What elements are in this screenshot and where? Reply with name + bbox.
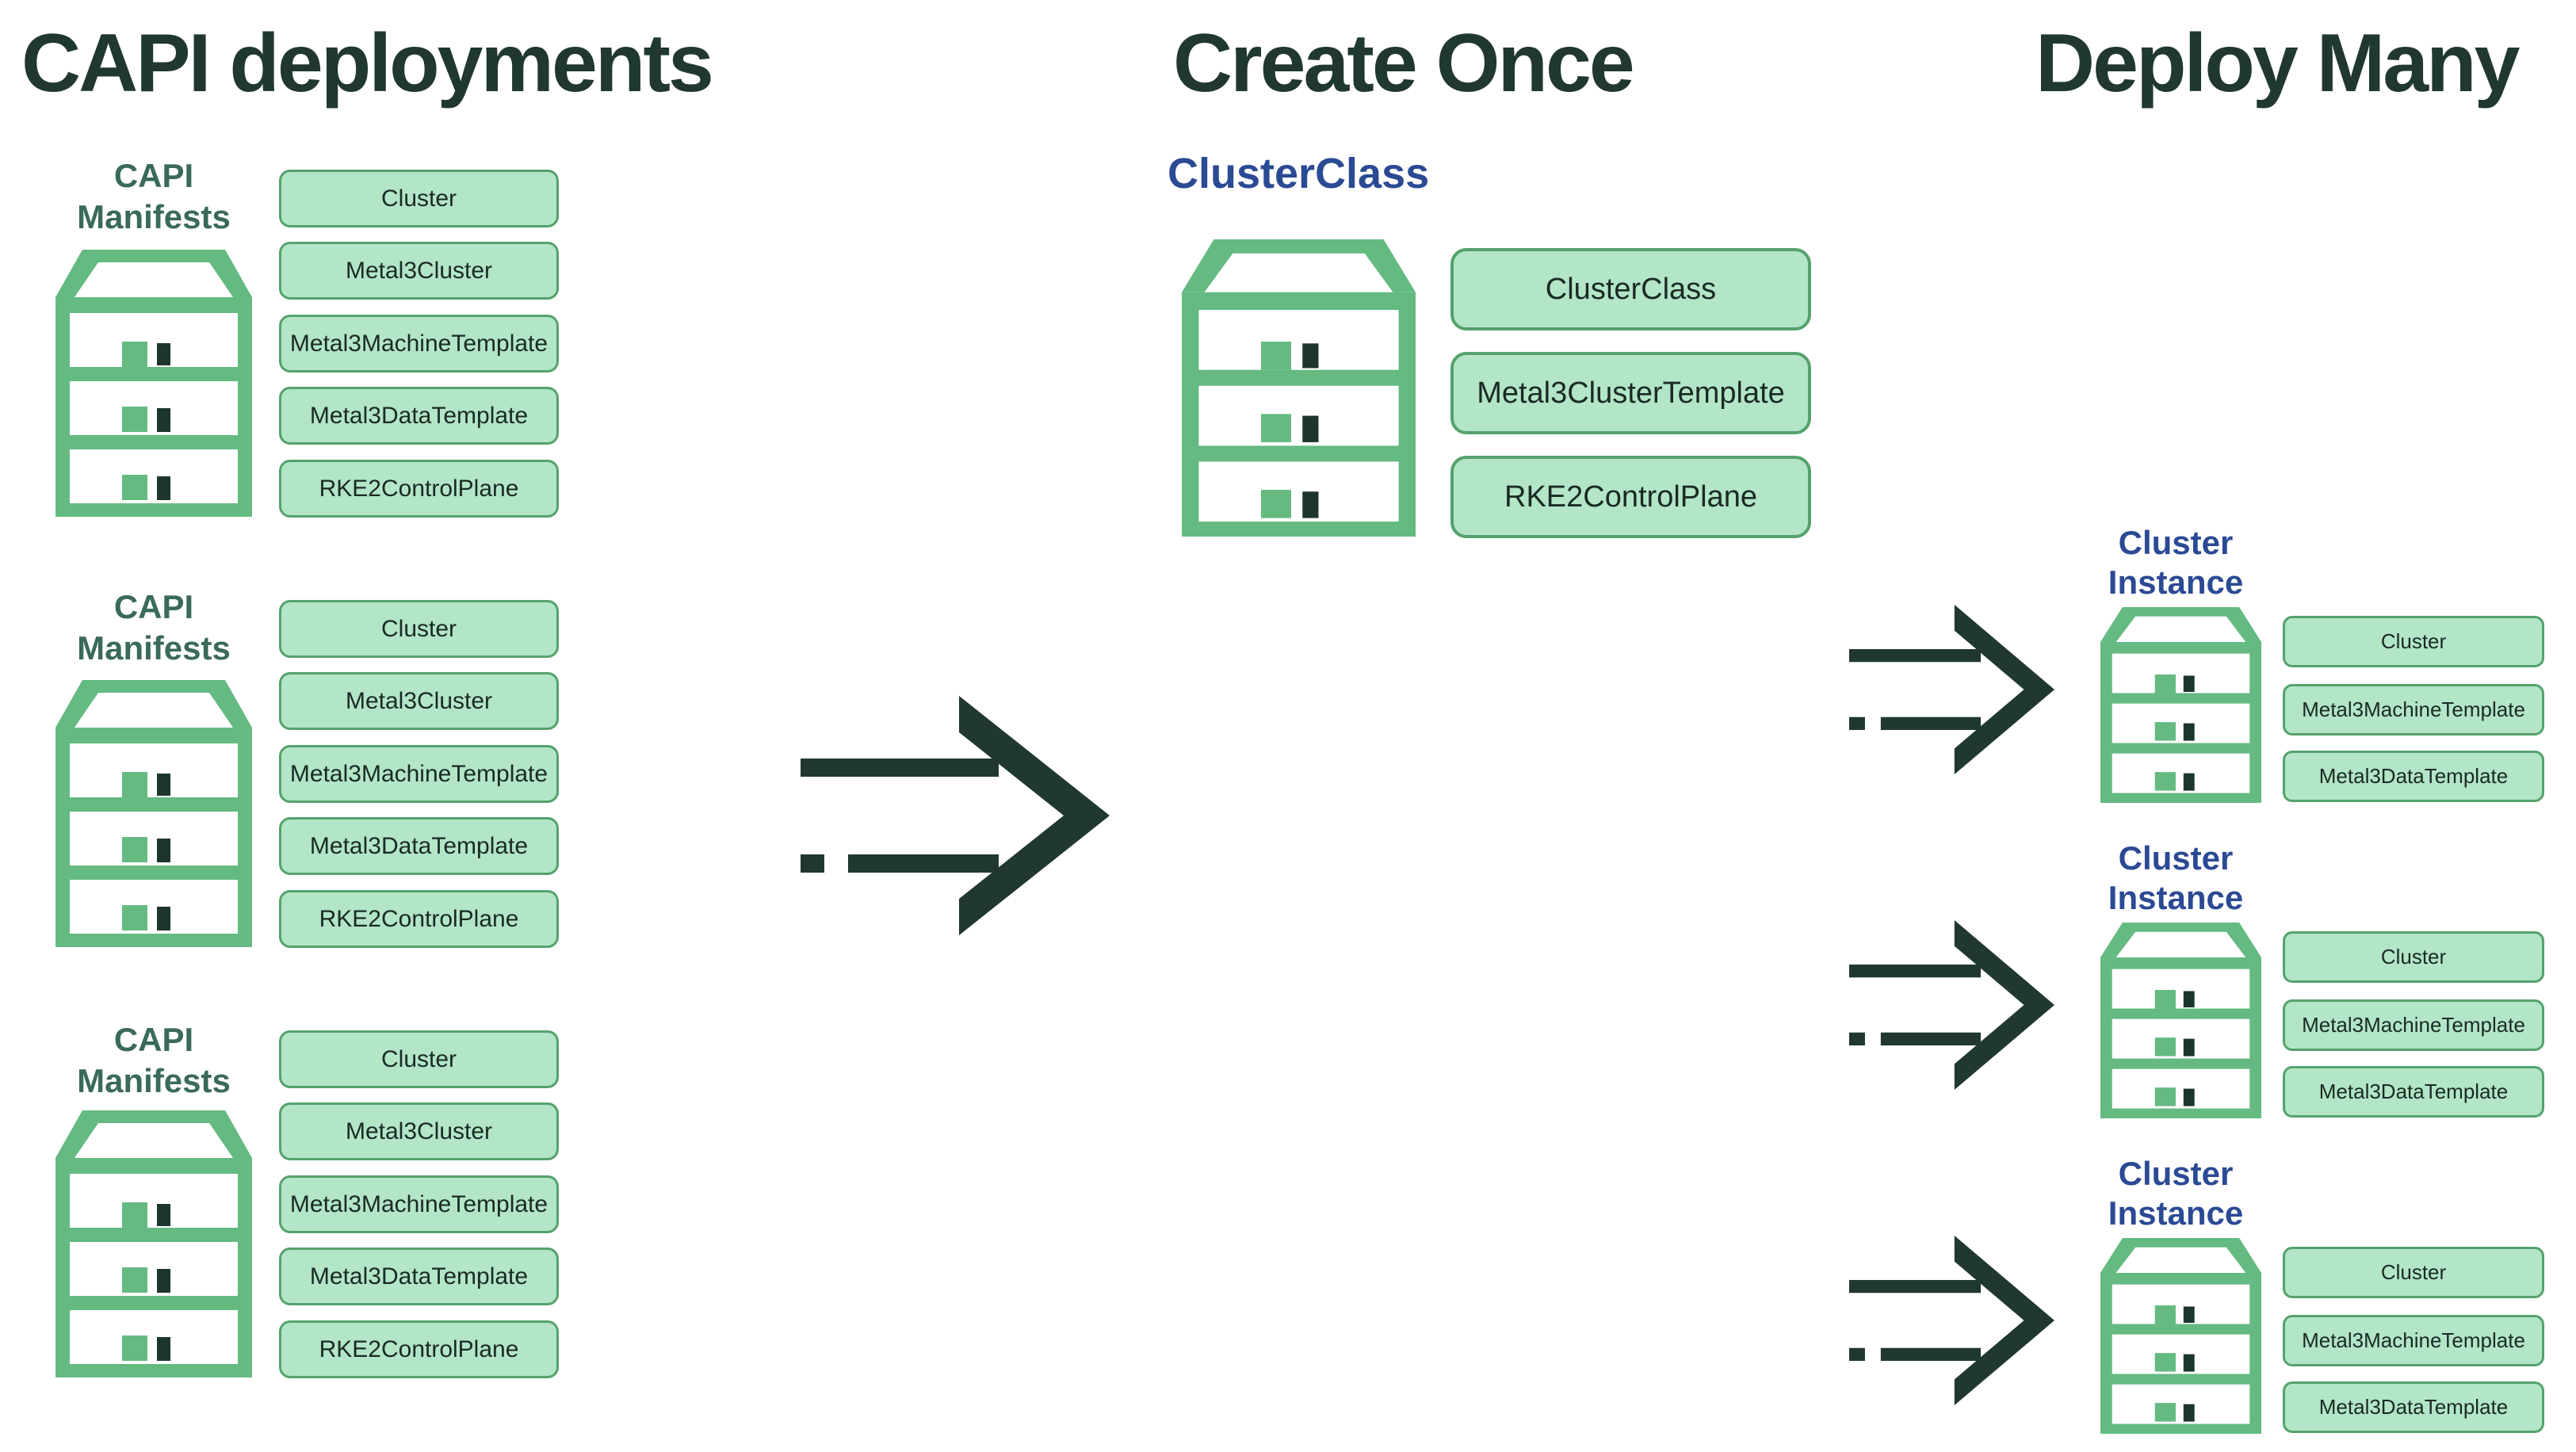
manifest-pill: RKE2ControlPlane	[279, 890, 559, 948]
manifest-pill: Metal3Cluster	[279, 672, 559, 730]
capi-manifests-label-line1: CAPI	[113, 157, 194, 194]
manifest-pill: Metal3MachineTemplate	[279, 1175, 559, 1233]
manifest-pill: Cluster	[279, 170, 559, 227]
capi-manifests-label-line2: Manifests	[77, 1062, 231, 1099]
server-rack-icon	[55, 1110, 252, 1377]
instance-pill: Cluster	[2283, 616, 2544, 667]
manifest-pill: Metal3DataTemplate	[279, 1248, 559, 1305]
capi-deployments-heading: CAPI deployments	[21, 17, 714, 109]
deploy-many-heading: Deploy Many	[2035, 17, 2520, 109]
dashed-right-arrow-icon	[1849, 1236, 2054, 1405]
instance-pill: Cluster	[2283, 1247, 2544, 1298]
cluster-class-pill: RKE2ControlPlane	[1450, 456, 1811, 538]
dashed-right-arrow-icon	[801, 696, 1110, 935]
cluster-class-title: ClusterClass	[1168, 150, 1430, 197]
cluster-instance-label-line1: Cluster	[2118, 524, 2234, 561]
instance-pill: Metal3MachineTemplate	[2283, 1315, 2544, 1366]
server-rack-icon	[2100, 923, 2261, 1118]
cluster-instance-label-line2: Instance	[2108, 564, 2244, 601]
server-rack-icon	[55, 680, 252, 947]
server-rack-icon	[2100, 607, 2261, 803]
cluster-instance-label-line2: Instance	[2108, 879, 2244, 916]
capi-manifests-label: CAPI Manifests	[48, 155, 260, 238]
capi-manifests-label-line1: CAPI	[113, 1021, 194, 1058]
instance-pill: Metal3DataTemplate	[2283, 751, 2544, 802]
manifest-pill: Metal3MachineTemplate	[279, 745, 559, 803]
cluster-instance-label: Cluster Instance	[2070, 1154, 2281, 1233]
instance-pill: Metal3MachineTemplate	[2283, 999, 2544, 1051]
manifest-pill: RKE2ControlPlane	[279, 1320, 559, 1378]
capi-manifests-label: CAPI Manifests	[48, 587, 260, 669]
cluster-instance-label: Cluster Instance	[2070, 523, 2281, 602]
capi-manifests-label-line1: CAPI	[113, 588, 194, 625]
server-rack-icon	[2100, 1238, 2261, 1434]
server-rack-icon	[1182, 239, 1416, 537]
instance-pill: Metal3DataTemplate	[2283, 1066, 2544, 1118]
manifest-pill: Metal3Cluster	[279, 242, 559, 300]
server-rack-icon	[55, 250, 252, 517]
dashed-right-arrow-icon	[1849, 920, 2054, 1090]
cluster-instance-label: Cluster Instance	[2070, 839, 2281, 918]
cluster-instance-label-line2: Instance	[2108, 1194, 2244, 1232]
instance-pill: Metal3DataTemplate	[2283, 1381, 2544, 1433]
capi-manifests-label-line2: Manifests	[77, 198, 231, 235]
manifest-pill: Metal3Cluster	[279, 1102, 559, 1160]
cluster-class-pill: ClusterClass	[1450, 248, 1811, 331]
dashed-right-arrow-icon	[1849, 605, 2054, 774]
cluster-instance-label-line1: Cluster	[2118, 1155, 2234, 1192]
manifest-pill: Cluster	[279, 600, 559, 658]
cluster-instance-label-line1: Cluster	[2118, 839, 2234, 877]
instance-pill: Metal3MachineTemplate	[2283, 684, 2544, 736]
manifest-pill: Metal3DataTemplate	[279, 817, 559, 875]
manifest-pill: Metal3MachineTemplate	[279, 315, 559, 373]
manifest-pill: Cluster	[279, 1030, 559, 1088]
manifest-pill: RKE2ControlPlane	[279, 460, 559, 518]
manifest-pill: Metal3DataTemplate	[279, 387, 559, 445]
instance-pill: Cluster	[2283, 931, 2544, 983]
capi-manifests-label-line2: Manifests	[77, 629, 231, 667]
capi-manifests-label: CAPI Manifests	[48, 1019, 260, 1102]
cluster-class-pill: Metal3ClusterTemplate	[1450, 352, 1811, 434]
create-once-heading: Create Once	[1173, 17, 1635, 109]
